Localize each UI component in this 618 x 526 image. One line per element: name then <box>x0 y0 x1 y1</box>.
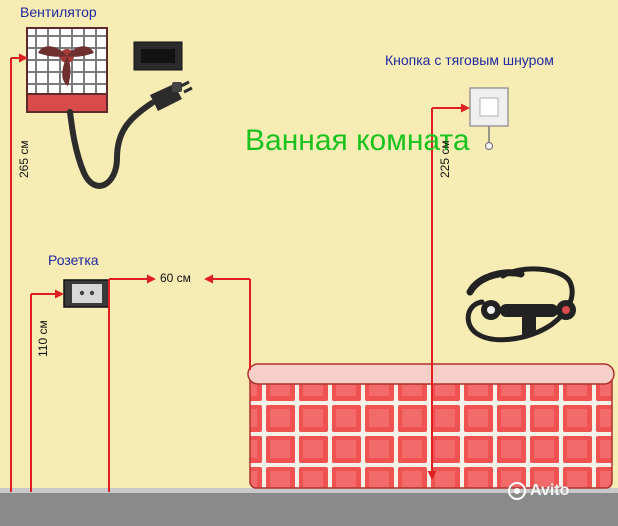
shower-mixer-icon <box>465 266 576 343</box>
switch-height-label: 225 см <box>438 140 452 178</box>
socket-height-label: 110 см <box>36 320 50 357</box>
socket-label: Розетка <box>48 252 99 268</box>
power-plug-icon <box>67 80 193 189</box>
floor <box>0 488 618 526</box>
floor-edge <box>0 488 618 493</box>
socket-to-bathtub-label: 60 см <box>160 271 191 285</box>
pull-cord-switch-label: Кнопка с тяговым шнуром <box>385 52 554 68</box>
fan-label: Вентилятор <box>20 4 97 20</box>
fan-icon <box>26 27 108 113</box>
wall-switch-box <box>133 41 183 71</box>
room-title: Ванная комната <box>245 124 470 157</box>
socket-icon <box>63 279 110 308</box>
dimension-lines <box>10 53 470 492</box>
camera-icon <box>508 482 526 500</box>
fan-height-label: 265 см <box>17 140 31 178</box>
pull-cord-switch-icon <box>469 87 509 151</box>
avito-watermark: Avito <box>530 482 570 499</box>
